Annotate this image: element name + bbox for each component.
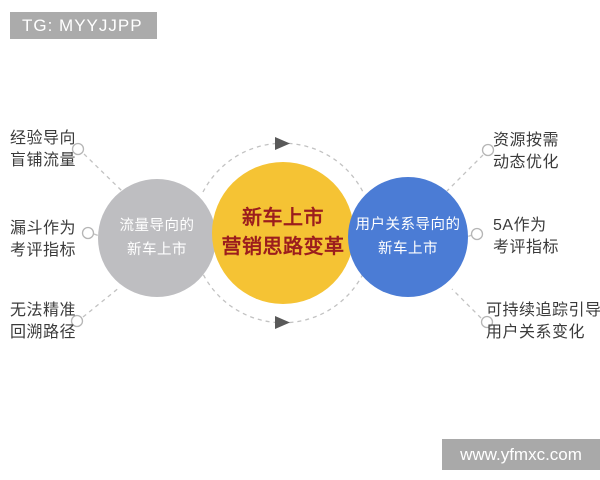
connector-line — [83, 153, 123, 192]
note-line: 盲铺流量 — [10, 152, 77, 169]
circle-label-line: 新车上市 — [127, 242, 187, 258]
connector-dot — [70, 314, 84, 328]
flow-arrow-bottom-icon — [275, 316, 290, 329]
connector-dot — [470, 227, 484, 241]
note-line: 可持续追踪引导 — [486, 302, 600, 319]
note-line: 考评指标 — [10, 242, 77, 259]
connector-dot — [481, 143, 495, 157]
note-line: 经验导向 — [10, 130, 77, 147]
circle-user-relationship-oriented: 用户关系导向的 新车上市 — [348, 177, 468, 297]
note-dynamic-optimization: 资源按需 动态优化 — [493, 130, 559, 174]
note-sustained-tracking: 可持续追踪引导 用户关系变化 — [486, 300, 600, 344]
note-line: 考评指标 — [493, 239, 560, 256]
connector-line — [93, 233, 103, 238]
circle-label-line: 用户关系导向的 — [355, 217, 461, 233]
note-no-traceback: 无法精准 回溯路径 — [10, 300, 76, 344]
circle-label-line: 流量导向的 — [119, 218, 195, 234]
circle-label-line: 营销思路变革 — [221, 236, 345, 258]
circle-label-line: 新车上市 — [242, 207, 324, 229]
note-line: 动态优化 — [493, 154, 560, 171]
connector-dot — [81, 226, 95, 240]
circle-traffic-oriented: 流量导向的 新车上市 — [98, 179, 216, 297]
connector-dot — [480, 315, 494, 329]
note-line: 资源按需 — [493, 132, 560, 149]
note-experience-oriented: 经验导向 盲铺流量 — [10, 128, 76, 172]
connector-line — [451, 288, 482, 319]
note-line: 无法精准 — [10, 302, 77, 319]
connector-dot — [71, 142, 85, 156]
note-5a-metric: 5A作为 考评指标 — [493, 215, 559, 259]
circle-marketing-transformation: 新车上市 营销思路变革 — [212, 162, 354, 304]
note-line: 5A作为 — [493, 217, 547, 234]
note-line: 漏斗作为 — [10, 220, 77, 237]
note-line: 回溯路径 — [10, 324, 77, 341]
note-funnel-metric: 漏斗作为 考评指标 — [10, 218, 76, 262]
circle-label-line: 新车上市 — [378, 241, 438, 257]
connector-line — [82, 286, 121, 318]
connector-line — [463, 234, 473, 239]
tg-badge: TG: MYYJJPP — [10, 12, 157, 39]
note-line: 用户关系变化 — [486, 324, 586, 341]
connector-line — [446, 154, 484, 192]
flow-arrow-top-icon — [275, 137, 290, 150]
watermark: www.yfmxc.com — [442, 439, 600, 470]
